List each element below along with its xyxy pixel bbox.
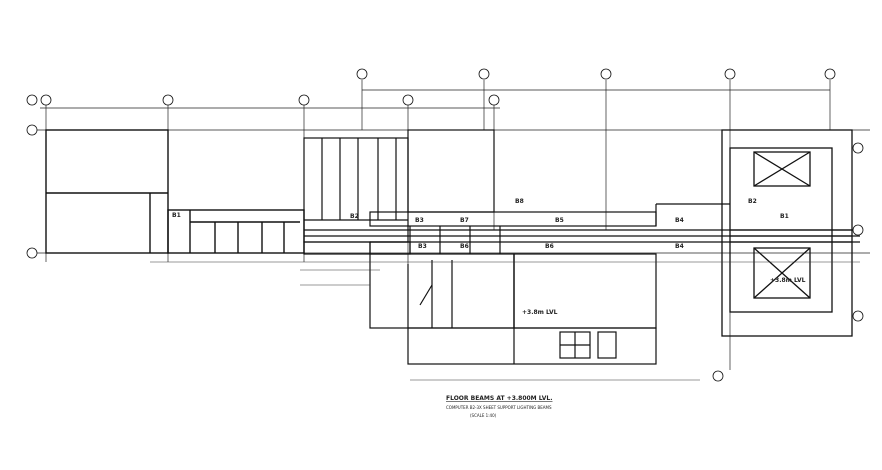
grid-bubbles	[26, 68, 864, 382]
beam-labels: B1 B2 B3 B4 B5 B6 B7 B8 B1 B4 B6 B2 B3	[172, 198, 789, 250]
beam-label: B6	[545, 243, 554, 250]
grid-bubble	[478, 68, 490, 80]
beam-label: B1	[172, 212, 181, 219]
grid-bubble	[26, 94, 38, 106]
beam-label: B2	[748, 198, 757, 205]
beam-label: B3	[415, 217, 424, 224]
dimension-chain	[150, 261, 860, 381]
grid-bubble	[852, 310, 864, 322]
beam-label: B4	[675, 243, 684, 250]
grid-bubble	[26, 124, 38, 136]
grid-bubble	[852, 224, 864, 236]
grid-bubble	[356, 68, 368, 80]
beam-label: B5	[555, 217, 564, 224]
beam-label: B4	[675, 217, 684, 224]
grid-bubble	[298, 94, 310, 106]
level-note: +3.8m LVL	[770, 277, 806, 284]
right-block	[721, 129, 853, 337]
core-block	[303, 129, 495, 243]
beam-label: B1	[780, 213, 789, 220]
grid-bubble	[600, 68, 612, 80]
grid-bubble	[162, 94, 174, 106]
left-wing-walls	[45, 129, 305, 254]
beam-label: B8	[515, 198, 524, 205]
beam-label: B3	[418, 243, 427, 250]
grid-bubble	[26, 247, 38, 259]
beam-label: B7	[460, 217, 469, 224]
grid-bubble	[824, 68, 836, 80]
corridor-beams	[303, 203, 860, 255]
level-note: +3.8m LVL	[522, 309, 558, 316]
grid-bubble	[402, 94, 414, 106]
grid-bubble	[40, 94, 52, 106]
grid-bubble	[712, 370, 724, 382]
beam-label: B6	[460, 243, 469, 250]
drawing-scale: (SCALE 1:40)	[470, 413, 497, 418]
grid-lines	[30, 80, 870, 370]
grid-bubble	[724, 68, 736, 80]
drawing-title: FLOOR BEAMS AT +3.800M LVL.	[446, 395, 552, 402]
lower-block	[369, 253, 657, 365]
grid-bubble	[488, 94, 500, 106]
drawing-subtitle: COMPUTER B2-3X SHEET SUPPORT LIGHTING BE…	[446, 405, 552, 410]
grid-bubble	[852, 142, 864, 154]
beam-label: B2	[350, 213, 359, 220]
